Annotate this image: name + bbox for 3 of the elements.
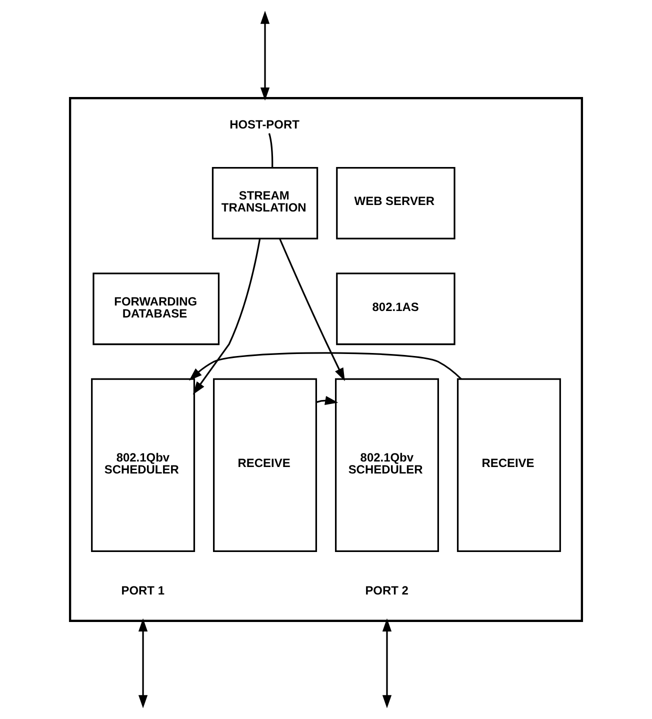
- node-text: HOST-PORT: [230, 117, 300, 132]
- label: PORT 2: [365, 584, 408, 598]
- label: PORT 1: [121, 584, 164, 598]
